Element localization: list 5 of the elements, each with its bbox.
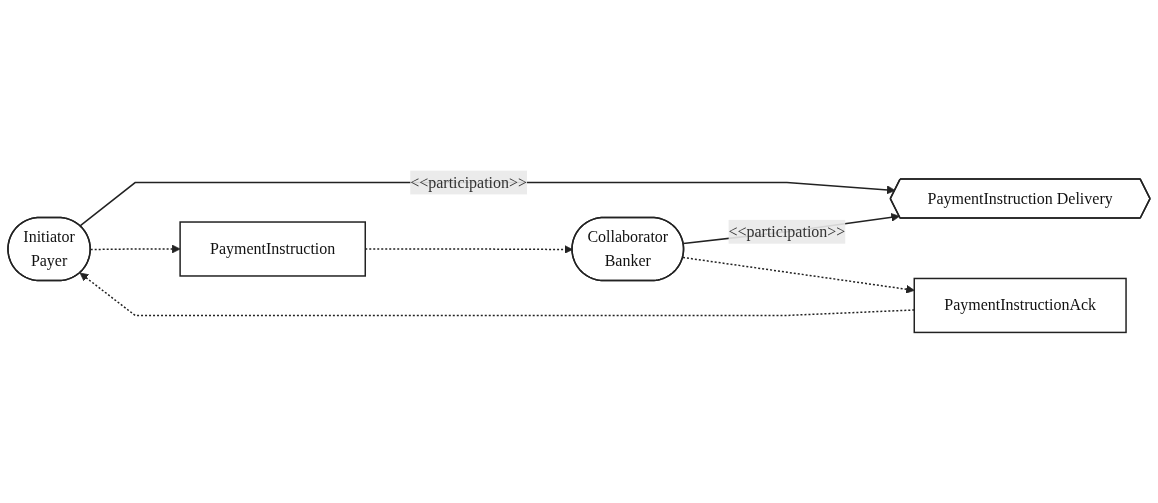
node-box: PaymentInstruction [179, 221, 366, 277]
arrow [682, 256, 915, 294]
edge-label: <<participation>> [728, 222, 846, 240]
node-box: PaymentInstructionAck [913, 277, 1127, 334]
edge-label: <<participation>> [410, 173, 528, 191]
